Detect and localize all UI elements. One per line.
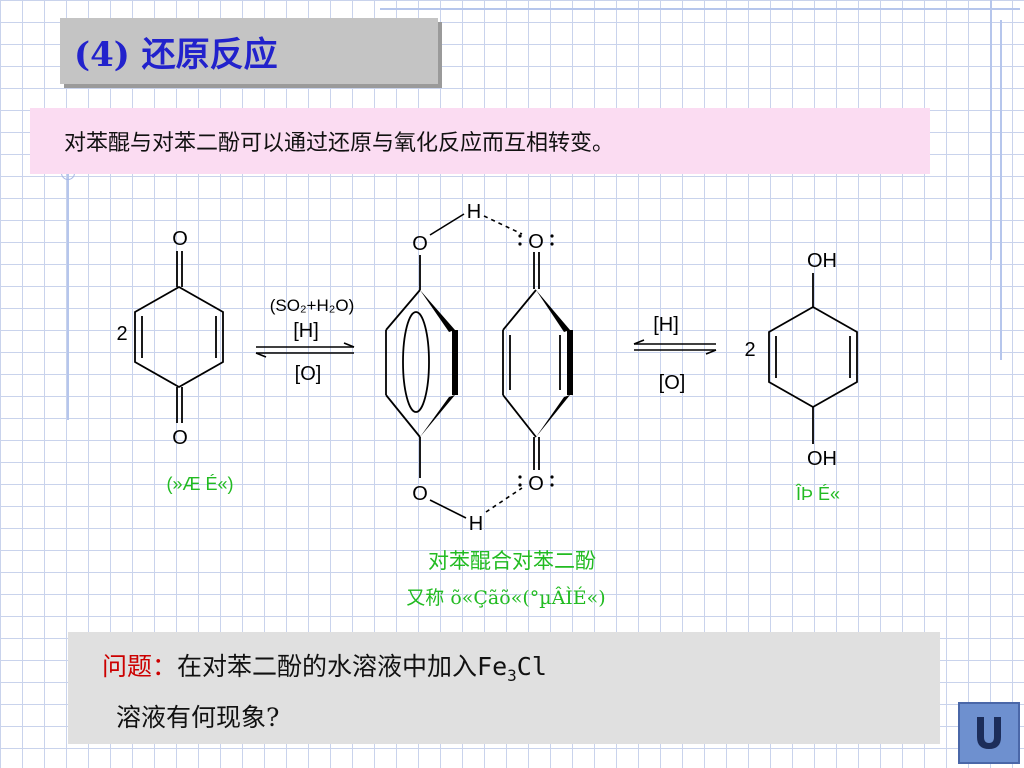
deco-top-line <box>380 8 1020 10</box>
title-box: (4) 还原反应 <box>60 18 438 84</box>
return-u-icon <box>977 717 1001 749</box>
wedge-bond <box>536 290 570 332</box>
condition-h-left: [H] <box>293 320 319 342</box>
coefficient-right: 2 <box>744 339 755 361</box>
slide-title: (4) 还原反应 <box>74 34 278 75</box>
formula-subscript: 3 <box>507 666 517 685</box>
wedge-bond <box>536 395 570 437</box>
complex-caption-name: 对苯醌合对苯二酚 <box>428 549 596 573</box>
condition-o-right: [O] <box>659 372 686 394</box>
o-h-bond-top <box>429 213 465 236</box>
intro-box: 对苯醌与对苯二酚可以通过还原与氧化反应而互相转变。 <box>30 108 930 174</box>
hydroquinone-color-label: ÎÞ É« <box>795 484 840 504</box>
condition-o-left: [O] <box>295 363 322 385</box>
wedge-bond <box>567 330 573 395</box>
complex-h-top: H <box>467 201 481 223</box>
complex-o-top-right: O <box>528 231 544 253</box>
hydroquinone-right <box>768 273 858 444</box>
question-label: 问题： <box>102 652 178 681</box>
formula-cl: Cl <box>516 652 547 681</box>
deco-left-line <box>67 170 69 420</box>
wedge-bond <box>420 395 455 437</box>
question-text-a: 在对苯二酚的水溶液中加入 <box>177 652 478 681</box>
complex-o-top-left: O <box>412 233 428 255</box>
hydroquinone-oh-top: OH <box>807 250 837 272</box>
complex-hydroquinone <box>385 255 430 478</box>
question-text-b: 溶液有何现象? <box>116 703 280 732</box>
hydrogen-bond-top <box>483 215 523 235</box>
wedge-bond <box>420 290 455 332</box>
deco-right-line-1 <box>990 0 992 260</box>
deco-right-line-2 <box>1000 20 1002 360</box>
question-box: 问题：在对苯二酚的水溶液中加入Fe3Cl 溶液有何现象? <box>68 632 940 744</box>
formula-fe: Fe <box>477 652 508 681</box>
hydrogen-bond-bottom <box>485 487 523 513</box>
reaction-scheme: O O 2 (»Æ É«) (SO₂+H₂O) [H] [O] O O <box>116 201 858 609</box>
quinone-o-bottom: O <box>172 427 188 449</box>
return-button[interactable] <box>958 702 1020 764</box>
intro-text: 对苯醌与对苯二酚可以通过还原与氧化反应而互相转变。 <box>64 131 615 156</box>
complex-o-bottom-right: O <box>528 473 544 495</box>
equilibrium-arrow-right <box>633 339 717 355</box>
wedge-bond <box>452 330 458 395</box>
condition-h-right: [H] <box>653 314 679 336</box>
question-formula: Fe3Cl <box>477 652 547 685</box>
quinone-color-label: (»Æ É«) <box>166 474 233 494</box>
quinone-o-top: O <box>172 228 188 250</box>
benzoquinone-left <box>134 251 224 423</box>
question-line-1: 问题：在对苯二酚的水溶液中加入Fe3Cl <box>102 646 940 697</box>
condition-reagent: (SO₂+H₂O) <box>270 296 355 315</box>
equilibrium-arrow-left <box>255 342 355 358</box>
o-h-bond-bottom <box>429 499 467 519</box>
hydroquinone-oh-bottom: OH <box>807 448 837 470</box>
coefficient-left: 2 <box>116 323 127 345</box>
complex-quinone <box>502 252 561 470</box>
complex-o-bottom-left: O <box>412 483 428 505</box>
complex-caption-alias: 又称 õ«Çãõ«(°µÂÌÉ«) <box>406 586 605 609</box>
complex-h-bottom: H <box>469 513 483 535</box>
lone-pairs <box>518 234 554 487</box>
